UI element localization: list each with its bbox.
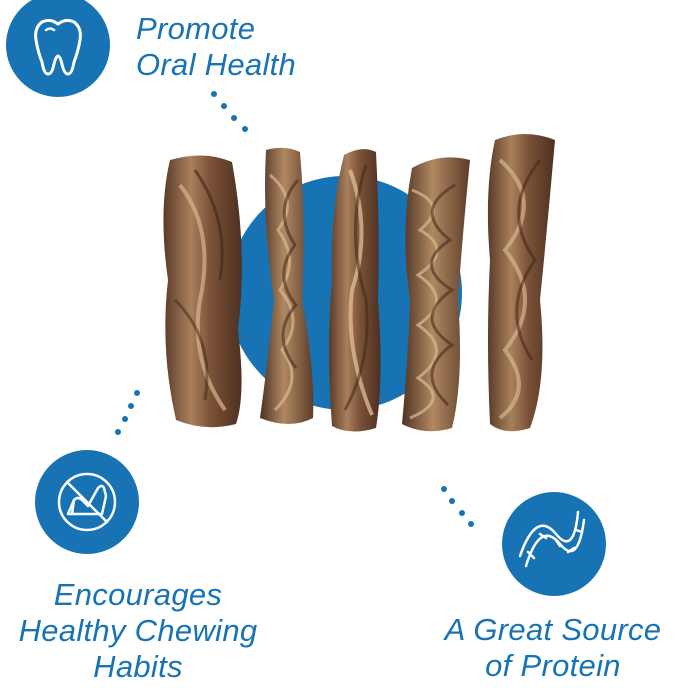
dotted-connector-chew: [115, 390, 140, 435]
caption-line: of Protein: [485, 648, 621, 683]
bully-stick-3: [329, 149, 381, 432]
no-shoe-icon: [57, 472, 117, 532]
dotted-connector-protein: [441, 486, 474, 527]
benefit-caption-protein: A Great Source of Protein: [428, 612, 678, 684]
bully-stick-1: [163, 155, 242, 428]
dotted-connector-oral: [211, 91, 248, 132]
benefit-caption-chewing-habits: Encourages Healthy Chewing Habits: [0, 577, 276, 685]
no-shoe-icon-badge: [35, 450, 139, 554]
caption-line: A Great Source: [444, 612, 662, 647]
caption-line: Encourages: [53, 577, 223, 612]
tooth-icon: [34, 18, 82, 76]
caption-line: Healthy Chewing: [18, 613, 258, 648]
protein-strand-icon: [518, 510, 586, 568]
caption-line: Oral Health: [136, 47, 297, 82]
caption-line: Promote: [136, 11, 256, 46]
tooth-icon-badge: [6, 0, 110, 97]
caption-line: Habits: [93, 649, 183, 684]
bully-stick-4: [402, 157, 470, 432]
protein-strand-icon-badge: [502, 492, 606, 596]
benefit-caption-oral-health: Promote Oral Health: [136, 11, 296, 83]
bully-stick-5: [487, 134, 555, 432]
bully-stick-2: [260, 147, 314, 424]
